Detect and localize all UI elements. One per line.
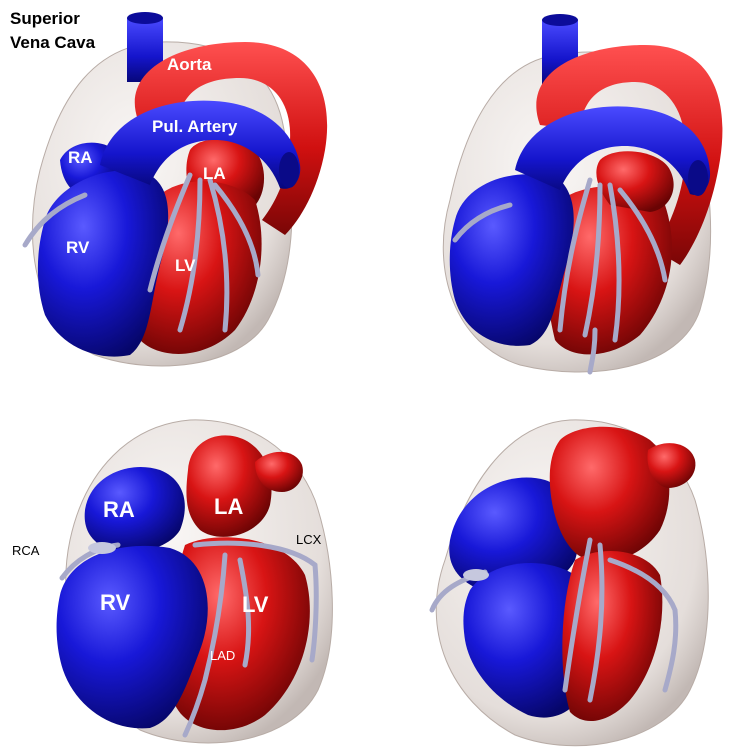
pulmonary-artery-end — [279, 152, 299, 188]
label-la: LA — [203, 164, 226, 183]
label-lv: LV — [242, 592, 269, 617]
label-rv: RV — [66, 238, 90, 257]
panel-top-right — [443, 14, 722, 372]
superior-vena-cava-opening — [127, 12, 163, 24]
rca-vessel-cap — [463, 569, 489, 581]
label-rv: RV — [100, 590, 130, 615]
label-la: LA — [214, 494, 243, 519]
label-superior-vena-cava-line1: Superior — [10, 9, 80, 28]
label-ra: RA — [103, 497, 135, 522]
label-lcx: LCX — [296, 532, 322, 547]
label-ra: RA — [68, 148, 93, 167]
label-pulmonary-artery: Pul. Artery — [152, 117, 238, 136]
superior-vena-cava-opening — [542, 14, 578, 26]
pulmonary-artery-end — [688, 160, 708, 196]
label-lv: LV — [175, 256, 196, 275]
label-rca: RCA — [12, 543, 40, 558]
label-aorta: Aorta — [167, 55, 212, 74]
label-lad: LAD — [210, 648, 235, 663]
rca-vessel-cap — [88, 542, 116, 554]
panel-top-left: Superior Vena Cava Aorta Pul. Artery RA … — [10, 9, 327, 366]
panel-bottom-left: RA LA RV LV RCA LCX LAD — [12, 420, 332, 743]
label-superior-vena-cava-line2: Vena Cava — [10, 33, 96, 52]
panel-bottom-right — [432, 420, 708, 746]
